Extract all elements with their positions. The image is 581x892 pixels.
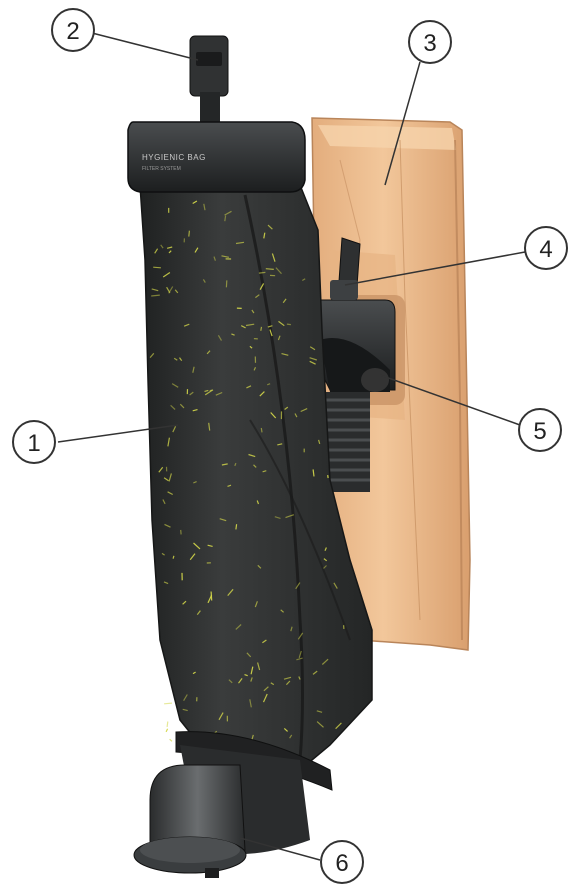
callout-number: 3 xyxy=(423,30,436,57)
lint-fleck xyxy=(259,272,266,273)
corrugated-hose xyxy=(324,392,370,492)
lint-fleck xyxy=(225,216,226,222)
lint-fleck xyxy=(211,592,212,601)
lint-fleck xyxy=(170,739,172,741)
callout-number: 4 xyxy=(539,236,552,263)
brand-plate-line2: FILTER SYSTEM xyxy=(142,166,181,172)
bag-inlet-elbow xyxy=(134,745,310,878)
lint-fleck xyxy=(236,524,237,529)
lint-fleck xyxy=(153,267,161,268)
lint-fleck xyxy=(266,269,274,270)
callout-1: 1 xyxy=(13,421,55,463)
brand-plate-line1: HYGIENIC BAG xyxy=(142,153,206,162)
callout-6: 6 xyxy=(321,841,363,883)
lint-fleck xyxy=(261,428,262,432)
lint-fleck xyxy=(173,556,174,559)
callout-2: 2 xyxy=(52,9,94,51)
lint-fleck xyxy=(189,231,190,237)
lint-fleck xyxy=(166,729,168,732)
callout-number: 5 xyxy=(533,418,546,445)
leader-2 xyxy=(92,33,198,60)
hanger-assembly: HYGIENIC BAG FILTER SYSTEM xyxy=(128,36,305,192)
lint-fleck xyxy=(287,324,291,325)
lint-fleck xyxy=(164,703,172,704)
callout-number: 2 xyxy=(66,18,79,45)
callout-4: 4 xyxy=(525,227,567,269)
lint-fleck xyxy=(261,327,262,331)
callout-number: 1 xyxy=(27,430,40,457)
callout-3: 3 xyxy=(409,21,451,63)
callout-number: 6 xyxy=(335,850,348,877)
lint-fleck xyxy=(167,722,168,727)
callout-5: 5 xyxy=(519,409,561,451)
